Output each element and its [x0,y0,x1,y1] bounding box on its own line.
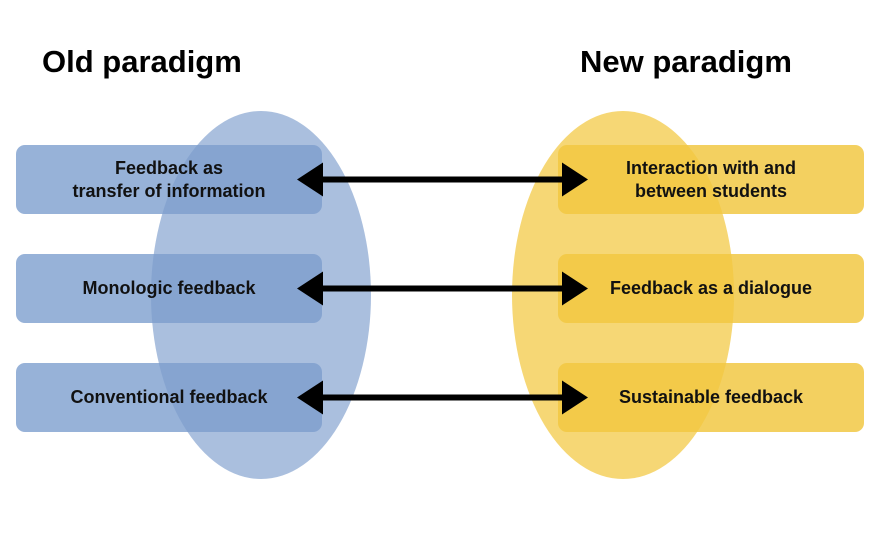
new-paradigm-item-3: Sustainable feedback [618,387,804,407]
arrowhead-left-icon [297,380,323,415]
old-paradigm-title: Old paradigm [42,44,242,79]
old-paradigm-item-1: Feedback as transfer of information [72,157,266,201]
arrowhead-left-icon [297,162,323,197]
arrowhead-right-icon [562,380,588,415]
bidirectional-arrow-1 [297,162,588,197]
bidirectional-arrow-2 [297,271,588,306]
arrowhead-left-icon [297,271,323,306]
new-paradigm-item-2: Feedback as a dialogue [609,278,813,298]
new-paradigm-title: New paradigm [580,44,792,79]
arrowhead-right-icon [562,271,588,306]
bidirectional-arrow-3 [297,380,588,415]
old-paradigm-item-3: Conventional feedback [70,387,268,407]
new-paradigm-item-1: Interaction with and between students [625,157,796,201]
old-paradigm-item-2: Monologic feedback [82,278,256,298]
arrowhead-right-icon [562,162,588,197]
